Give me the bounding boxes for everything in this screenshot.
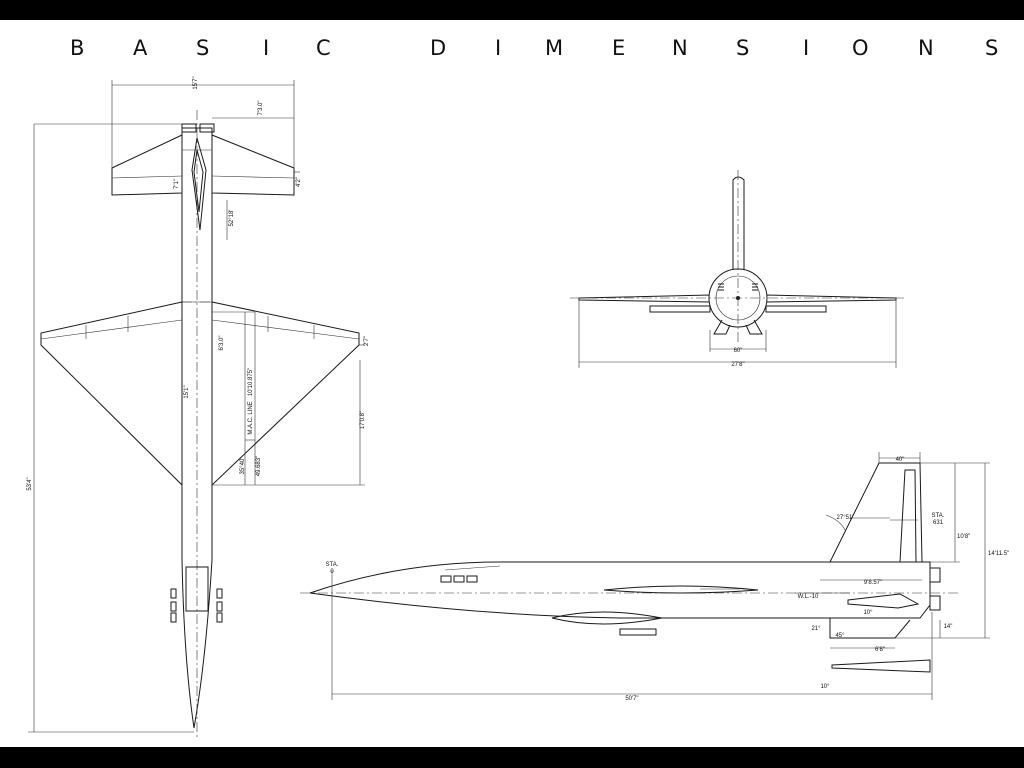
dim-wing-root: 15'1" <box>184 385 190 398</box>
dim-flap-angle: 10° <box>863 610 873 616</box>
dim-ventral-height: 14" <box>944 624 953 630</box>
dim-gear-track: 60" <box>734 348 743 354</box>
title-letter: M <box>545 36 564 60</box>
dim-fin-sweep: 27°51' <box>837 515 854 521</box>
dim-mac-line: M.A.C. LINE <box>248 401 254 434</box>
dim-wing-semispan: 6'3.0" <box>219 336 225 351</box>
page-title: B A S I C D I M E N S I O N S <box>0 36 1024 64</box>
title-letter: D <box>430 36 447 60</box>
title-letter: S <box>196 36 210 60</box>
title-letter: C <box>316 36 331 60</box>
title-letter: S <box>736 36 750 60</box>
title-letter: A <box>133 36 148 60</box>
dim-fin-base: 9'8.57" <box>864 580 882 586</box>
dim-fin-chord: 40" <box>896 457 905 463</box>
title-letter: N <box>672 36 688 60</box>
dim-overall-length: 53'4" <box>27 477 33 490</box>
dim-total-height: 14'11.5" <box>988 551 1009 557</box>
dim-front-span: 27'8" <box>731 362 744 368</box>
dim-wing-chord-total: 17'0.8" <box>360 411 366 429</box>
dim-wing-sweep: 35°40' <box>240 458 246 475</box>
title-letter: E <box>612 36 626 60</box>
dim-wing-tip-chord: 2'7" <box>364 336 370 346</box>
dim-ventral-length: 6'8" <box>875 647 885 653</box>
dim-fin-angle: 10° <box>820 684 830 690</box>
title-letter: O <box>852 36 869 60</box>
label-waterline: W.L.-10 <box>798 594 819 600</box>
dim-tail-chord: 4'2" <box>296 177 302 187</box>
dim-tail-sweep: 52°18' <box>229 210 235 227</box>
title-letter: S <box>985 36 999 60</box>
dim-side-overall-length: 50'7" <box>625 696 638 702</box>
side-view: STA.0 40" 27°51' STA.631 10'8" 14'11.5" … <box>300 452 1009 702</box>
title-letter: I <box>803 36 810 60</box>
dim-mac-length: 49.683" <box>256 456 262 476</box>
dim-tail-span: 15'7" <box>193 76 199 89</box>
title-letter: B <box>70 36 85 60</box>
dim-fin-height: 10'8" <box>957 534 970 540</box>
drawing-sheet: B A S I C D I M E N S I O N S <box>0 20 1024 747</box>
dim-ventral-sweep: 45° <box>835 633 845 639</box>
dim-mac-station: 10'10.875" <box>248 368 254 396</box>
title-letter: N <box>918 36 934 60</box>
dim-tail-root: 7'1" <box>174 179 180 189</box>
label-nose-station: STA.0 <box>326 562 339 575</box>
front-view: 60" 27'8" <box>570 170 906 368</box>
title-letter: I <box>263 36 270 60</box>
title-letter: I <box>495 36 502 60</box>
dim-tail-offset: 7'3.0" <box>258 101 264 116</box>
dim-ventral-angle: 21° <box>811 626 821 632</box>
label-tail-station: STA.631 <box>932 513 945 526</box>
top-view: 15'7" 7'3.0" 4'2" 7'1" 52°18' 6'3.0" 15'… <box>27 76 370 740</box>
